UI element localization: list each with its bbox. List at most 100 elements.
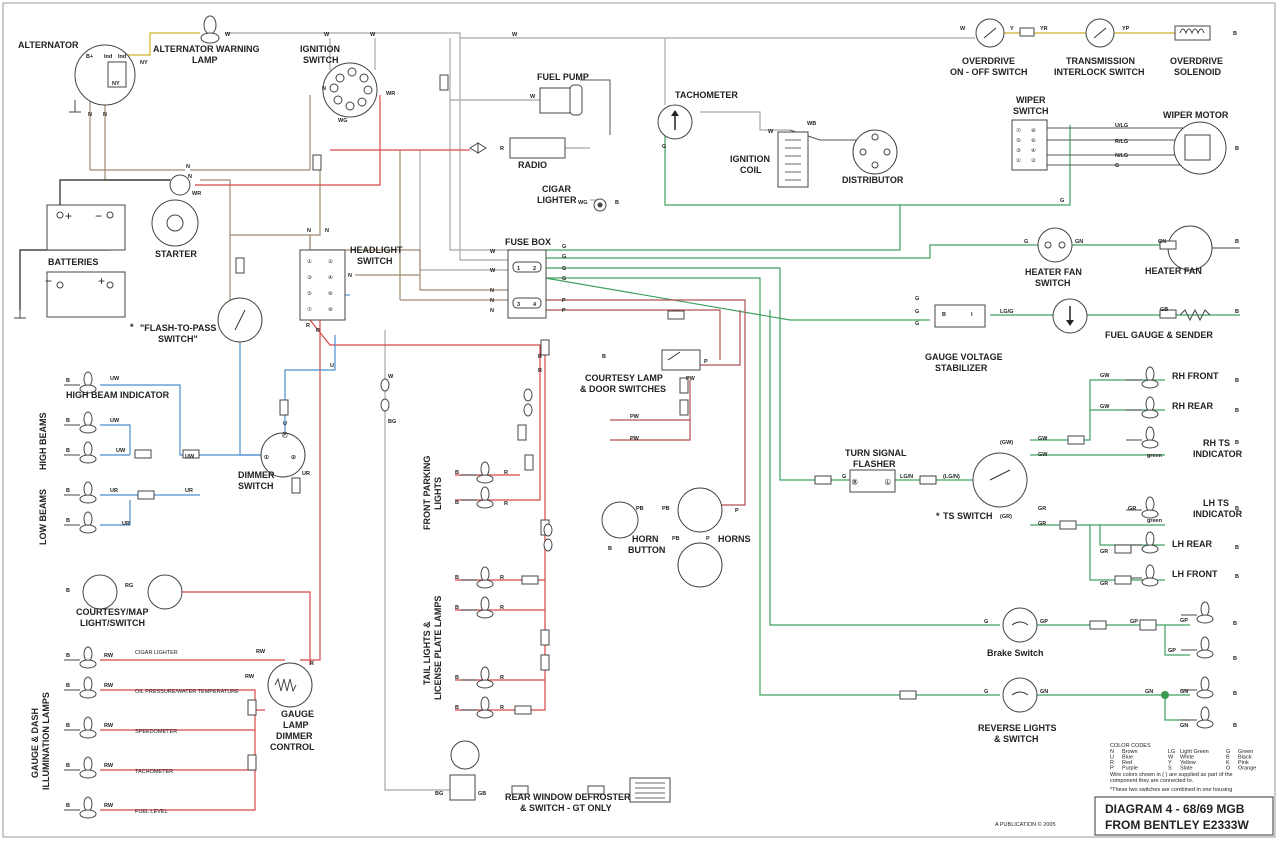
svg-text:G: G xyxy=(662,144,666,150)
overdrive-solenoid xyxy=(1174,25,1211,41)
svg-text:UR: UR xyxy=(110,488,118,494)
label-fuse-box: FUSE BOX xyxy=(505,237,551,247)
svg-text:UW: UW xyxy=(116,448,126,454)
svg-text:B: B xyxy=(455,500,459,506)
dash-lamp-label: TACHOMETER xyxy=(135,769,173,775)
courtesy-map-light xyxy=(82,574,183,610)
svg-text:GN: GN xyxy=(1075,239,1083,245)
svg-text:②: ② xyxy=(328,258,333,265)
publication-credit: A PUBLICATION © 2005 xyxy=(995,821,1056,828)
svg-text:B: B xyxy=(455,575,459,581)
legend-note-3: *These two switches are combined in one … xyxy=(1110,787,1232,793)
turn-signal-flasher xyxy=(849,469,896,493)
svg-text:RW: RW xyxy=(104,803,114,809)
overdrive-on-off-switch xyxy=(975,18,1005,48)
label-ignition-switch-1: IGNITION xyxy=(300,44,340,54)
bulb-icon xyxy=(64,511,97,534)
svg-text:B: B xyxy=(1233,31,1237,37)
bulb-icon xyxy=(1181,706,1214,729)
label-headlight-switch-1: HEADLIGHT xyxy=(350,245,403,255)
bulb-icon xyxy=(461,696,494,719)
svg-text:G: G xyxy=(915,296,919,302)
bulb-icon xyxy=(1126,496,1159,519)
svg-text:G: G xyxy=(1060,198,1064,204)
rear-window-defroster xyxy=(449,740,671,803)
brake-switch xyxy=(1002,607,1038,643)
label-fuel-pump: FUEL PUMP xyxy=(537,72,589,82)
legend-color-name: White xyxy=(1180,755,1194,761)
bulb-icon xyxy=(64,716,97,739)
transmission-interlock-switch xyxy=(1085,18,1115,48)
svg-text:N: N xyxy=(88,112,92,118)
svg-text:P: P xyxy=(735,508,739,514)
alternator-warning-lamp xyxy=(200,15,220,44)
svg-text:G: G xyxy=(562,266,566,272)
bulb-icon xyxy=(64,796,97,819)
svg-text:+: + xyxy=(98,274,105,288)
label-overdrive-switch-1: OVERDRIVE xyxy=(962,56,1015,66)
svg-text:*: * xyxy=(936,511,940,521)
svg-text:P: P xyxy=(562,308,566,314)
svg-text:WR: WR xyxy=(192,191,201,197)
svg-text:②: ② xyxy=(291,454,297,461)
label-lh-rear: LH REAR xyxy=(1172,539,1212,549)
legend-code: B xyxy=(1226,755,1230,761)
svg-text:B: B xyxy=(455,675,459,681)
svg-text:N: N xyxy=(307,228,311,234)
svg-text:B: B xyxy=(455,605,459,611)
bullet-connectors xyxy=(380,378,553,552)
svg-text:WG: WG xyxy=(578,200,587,206)
battery-2: −+ xyxy=(14,271,126,319)
svg-text:UW: UW xyxy=(110,376,120,382)
label-fuel-gauge: FUEL GAUGE & SENDER xyxy=(1105,330,1213,340)
label-tail-lights-1: TAIL LIGHTS & xyxy=(422,621,432,685)
svg-text:B: B xyxy=(1233,656,1237,662)
legend-code: S xyxy=(1168,766,1172,772)
label-lh-ts-2: INDICATOR xyxy=(1193,509,1243,519)
bulb-icon xyxy=(1181,601,1214,624)
svg-text:B: B xyxy=(1235,309,1239,315)
dash-lamp-labels: CIGAR LIGHTER OIL PRESSURE/WATER TEMPERA… xyxy=(135,650,239,815)
label-ignition-switch-2: SWITCH xyxy=(303,55,339,65)
svg-text:R: R xyxy=(500,705,504,711)
bulb-icon xyxy=(1126,564,1159,587)
svg-text:GN: GN xyxy=(1145,689,1153,695)
svg-text:GR: GR xyxy=(1128,506,1136,512)
heater-fan-switch xyxy=(1037,227,1073,263)
label-rh-rear: RH REAR xyxy=(1172,401,1214,411)
svg-text:PW: PW xyxy=(686,376,696,382)
svg-text:②: ② xyxy=(1031,157,1036,164)
label-gauge-dimmer-2: LAMP xyxy=(283,720,309,730)
svg-text:G: G xyxy=(1115,163,1119,169)
label-heater-fan-switch-2: SWITCH xyxy=(1035,278,1071,288)
bulb-icon xyxy=(64,411,97,434)
label-trans-interlock-2: INTERLOCK SWITCH xyxy=(1054,67,1145,77)
svg-text:P: P xyxy=(704,359,708,365)
label-heater-fan-switch-1: HEATER FAN xyxy=(1025,267,1082,277)
label-horn-button-2: BUTTON xyxy=(628,545,665,555)
svg-text:RW: RW xyxy=(104,653,114,659)
gauge-lamp-dimmer-control xyxy=(267,662,313,708)
ignition-coil xyxy=(777,131,809,188)
svg-text:N: N xyxy=(186,164,190,170)
svg-text:P: P xyxy=(706,536,710,542)
label-gauge-dimmer-3: DIMMER xyxy=(276,731,313,741)
label-reverse-1: REVERSE LIGHTS xyxy=(978,723,1057,733)
label-gauge-stab-2: STABILIZER xyxy=(935,363,988,373)
label-ignition-coil-1: IGNITION xyxy=(730,154,770,164)
svg-text:GB: GB xyxy=(1160,307,1168,313)
svg-text:GW: GW xyxy=(1100,373,1110,379)
legend-color-name: Pink xyxy=(1238,760,1249,766)
bulb-icon xyxy=(64,756,97,779)
label-alt-warning-1: ALTERNATOR WARNING xyxy=(153,44,260,54)
svg-text:W: W xyxy=(512,32,518,38)
svg-text:PW: PW xyxy=(630,436,640,442)
svg-text:B: B xyxy=(1235,408,1239,414)
label-heater-fan: HEATER FAN xyxy=(1145,266,1202,276)
label-wiper-motor: WIPER MOTOR xyxy=(1163,110,1229,120)
svg-text:RW: RW xyxy=(245,674,255,680)
bulb-icon xyxy=(1126,366,1159,389)
label-lh-ts-1: LH TS xyxy=(1203,498,1229,508)
bulb-icon xyxy=(461,666,494,689)
